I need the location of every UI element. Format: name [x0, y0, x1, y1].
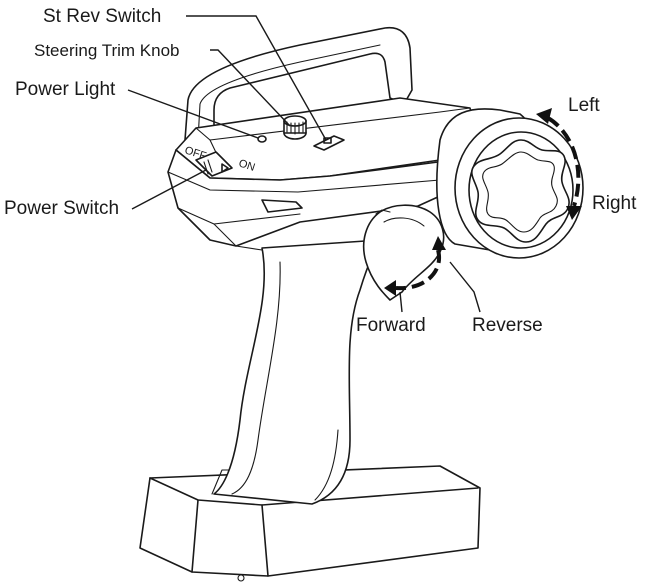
forward-leader	[399, 291, 403, 313]
left-label: Left	[568, 95, 600, 116]
st-rev-switch[interactable]	[313, 135, 345, 151]
throttle-trigger	[362, 204, 445, 301]
power-switch-leader	[131, 169, 207, 210]
st-rev-switch-label: St Rev Switch	[43, 6, 161, 27]
reverse-leader	[449, 261, 481, 313]
power-light-leader	[127, 89, 259, 139]
power-light	[257, 135, 267, 143]
st-rev-switch-leader	[186, 15, 327, 141]
steering-trim-knob[interactable]	[283, 115, 307, 140]
power-light-label: Power Light	[15, 79, 116, 100]
steering-trim-knob-leader	[210, 49, 291, 127]
right-label: Right	[592, 193, 637, 214]
transmitter-handle	[213, 239, 381, 505]
power-switch[interactable]	[195, 151, 233, 177]
reverse-label: Reverse	[472, 315, 543, 336]
steering-trim-knob-label: Steering Trim Knob	[34, 41, 180, 60]
left-right-arrow	[536, 108, 582, 220]
forward-reverse-arrow	[384, 236, 446, 296]
steering-wheel	[436, 108, 584, 259]
forward-label: Forward	[356, 315, 426, 336]
power-switch-label: Power Switch	[4, 198, 119, 219]
on-label: ON	[237, 157, 256, 174]
